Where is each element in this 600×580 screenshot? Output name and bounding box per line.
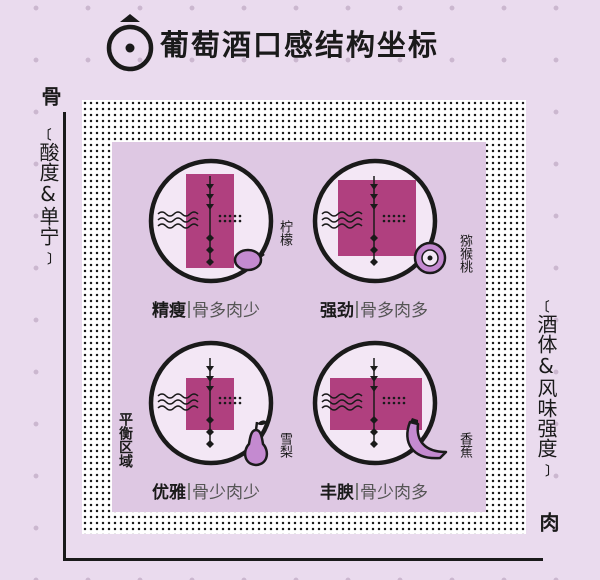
- pear-icon: [243, 420, 269, 467]
- fruit-label-banana: 香蕉: [457, 432, 472, 458]
- quadrant-name: 强劲: [320, 301, 354, 321]
- quadrant-powerful-icon: [312, 158, 438, 284]
- y-axis-sublabel: ﹝酸度&单宁﹞: [36, 122, 60, 266]
- x-axis-label: 肉: [536, 512, 560, 532]
- quadrant-label-lean: 精瘦骨多肉少: [152, 296, 260, 321]
- quadrant-name: 精瘦: [152, 301, 186, 321]
- quadrant-desc: 骨多肉多: [360, 301, 428, 321]
- y-axis-label: 骨: [38, 86, 62, 106]
- quadrant-desc: 骨少肉少: [192, 483, 260, 503]
- kiwi-icon: [413, 241, 447, 275]
- lemon-icon: [233, 248, 265, 272]
- fruit-label-pear: 雪梨: [277, 432, 292, 458]
- quadrant-name: 优雅: [152, 483, 186, 503]
- quadrant-elegant-icon: [148, 340, 274, 466]
- fruit-label-kiwi: 猕猴桃: [457, 234, 472, 273]
- quadrant-desc: 骨多肉少: [192, 301, 260, 321]
- wine-glass-icon: [106, 14, 154, 72]
- quadrant-label-elegant: 优雅骨少肉少: [152, 478, 260, 503]
- page-title: 葡萄酒口感结构坐标: [160, 28, 440, 62]
- quadrant-name: 丰腴: [320, 483, 354, 503]
- banana-icon: [406, 418, 448, 460]
- quadrant-label-full-bodied: 丰腴骨少肉多: [320, 478, 428, 503]
- y-axis-line: [63, 112, 66, 560]
- x-axis-line: [63, 558, 543, 561]
- quadrant-desc: 骨少肉多: [360, 483, 428, 503]
- fruit-label-lemon: 柠檬: [277, 220, 292, 246]
- quadrant-label-powerful: 强劲骨多肉多: [320, 296, 428, 321]
- balance-zone-label: 平衡区域: [117, 412, 133, 468]
- quadrant-full-bodied-icon: [312, 340, 438, 466]
- x-axis-sublabel: ﹝酒体&风味强度﹞: [534, 294, 558, 478]
